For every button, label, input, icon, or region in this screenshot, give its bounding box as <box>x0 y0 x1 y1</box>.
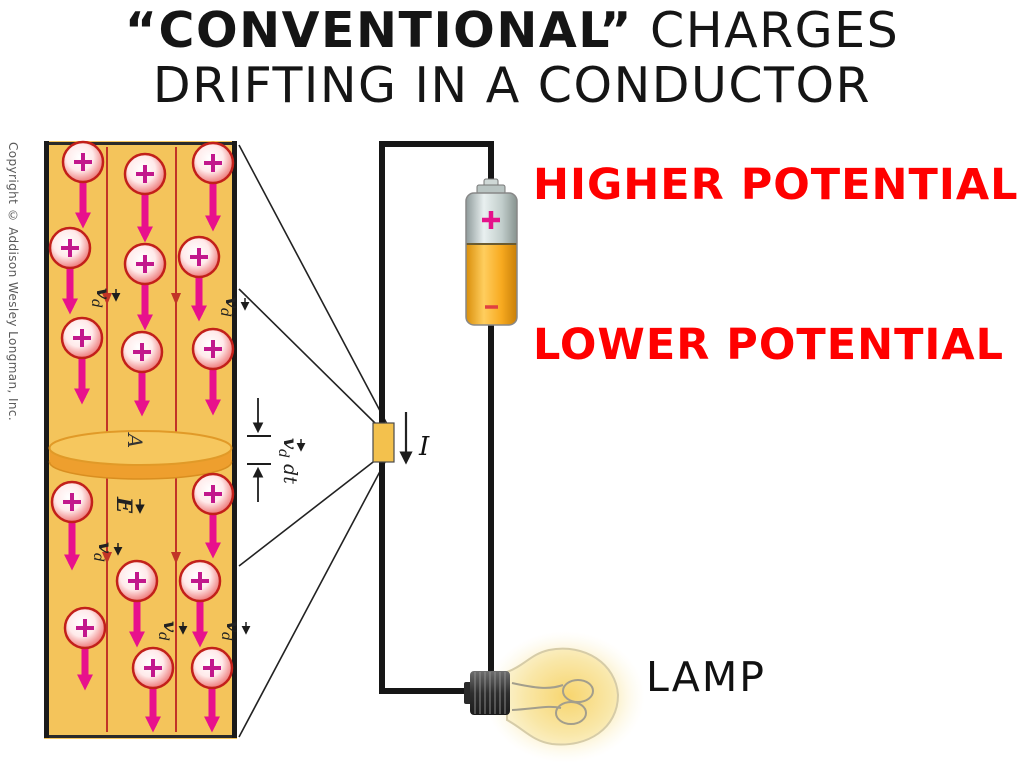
lamp <box>464 631 645 763</box>
charges-layer: vd vd vd vd vd <box>48 140 251 733</box>
current-label: I <box>418 432 430 462</box>
field-line-arrowhead-icon <box>171 552 181 564</box>
drift-velocity-label: vd <box>90 542 123 562</box>
vd-dt-label: vd dt <box>275 438 306 484</box>
charge-carrier: vd <box>50 480 123 571</box>
title-line-1: “CONVENTIONAL” CHARGES <box>0 2 1024 59</box>
plus-icon <box>482 211 500 229</box>
higher-potential-label: HIGHER POTENTIAL <box>533 160 1019 210</box>
circuit-wires <box>379 141 494 694</box>
svg-text:vd dt: vd dt <box>275 438 301 484</box>
lamp-label: LAMP <box>646 653 766 701</box>
drift-velocity-label: vd <box>155 621 188 641</box>
charge-carrier <box>191 327 235 416</box>
charge-carrier <box>123 242 167 331</box>
area-label: A <box>123 432 147 448</box>
charge-carrier <box>190 646 234 733</box>
charge-carrier: vd <box>177 235 250 322</box>
charge-carrier <box>191 472 235 559</box>
field-line-arrowhead-icon <box>102 552 112 564</box>
battery-outline <box>465 192 518 326</box>
svg-text:vd: vd <box>218 621 244 641</box>
svg-text:E: E <box>112 496 137 514</box>
copyright-text: Copyright © Addison Wesley Longman, Inc. <box>6 142 20 422</box>
conductor: A E vd vd vd vd vd <box>44 140 251 739</box>
wire-segment-highlight <box>372 422 395 463</box>
cross-section-disk: A <box>48 430 233 480</box>
charge-carrier <box>60 316 104 405</box>
battery <box>465 178 518 326</box>
charge-carrier <box>61 140 105 229</box>
drift-velocity-label: vd <box>88 288 121 308</box>
current-annotation: I <box>399 412 430 465</box>
drift-velocity-label: vd <box>217 297 250 317</box>
charge-carrier: vd <box>115 559 188 648</box>
charge-carrier: vd <box>178 559 251 648</box>
page-title: “CONVENTIONAL” CHARGES DRIFTING IN A CON… <box>0 2 1024 114</box>
e-field-label: E <box>112 496 145 514</box>
field-line-arrowhead-icon <box>171 293 181 305</box>
lower-potential-label: LOWER POTENTIAL <box>533 320 1005 370</box>
svg-text:vd: vd <box>155 621 181 641</box>
title-line-2: DRIFTING IN A CONDUCTOR <box>152 56 872 114</box>
drift-distance-annotation: vd dt <box>247 398 306 502</box>
charge-carrier <box>191 141 235 232</box>
bulb-filament <box>511 679 594 725</box>
magnification-callout-lines <box>238 144 388 738</box>
wire <box>379 141 494 694</box>
field-line-arrowhead-icon <box>102 293 112 305</box>
charge-carrier <box>120 330 164 417</box>
drift-velocity-label: vd <box>218 621 251 641</box>
bulb-glass <box>506 647 620 746</box>
title-line1-rest: CHARGES <box>632 2 900 59</box>
svg-text:vd: vd <box>217 297 243 317</box>
charge-carrier <box>131 646 175 733</box>
svg-text:vd: vd <box>90 542 116 562</box>
charge-carrier <box>63 606 107 691</box>
battery-bottom-half <box>466 244 517 325</box>
svg-text:vd: vd <box>88 288 114 308</box>
charge-carrier: vd <box>48 226 121 315</box>
charge-carrier <box>123 152 167 243</box>
lamp-base-threads <box>474 672 506 714</box>
title-quoted-word: “CONVENTIONAL” <box>124 2 633 59</box>
